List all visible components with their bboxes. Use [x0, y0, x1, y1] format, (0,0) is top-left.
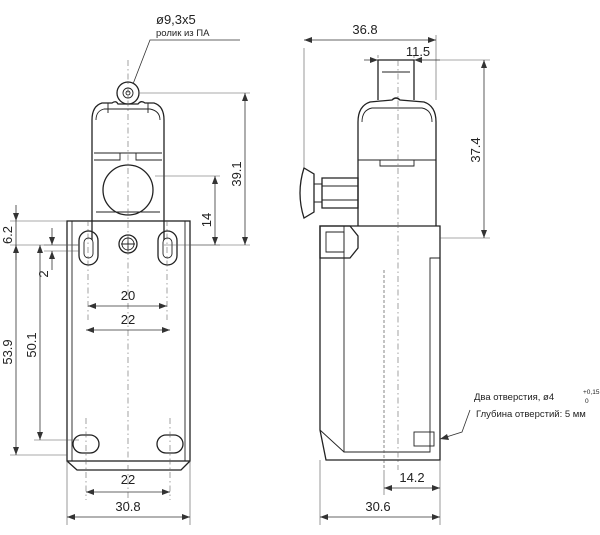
holes-note-main: Два отверстия, ø4	[474, 392, 554, 403]
side-view	[299, 59, 441, 470]
dim-head-to-mount: 14	[199, 213, 214, 227]
holes-note: Два отверстия, ø4	[474, 392, 554, 403]
dim-top-offset: 6.2	[0, 226, 15, 244]
dim-body-height: 53.9	[0, 339, 15, 364]
dim-total-depth: 36.8	[352, 22, 377, 37]
holes-tol-upper: +0,15	[583, 389, 600, 396]
dim-hole-pitch-vertical: 50.1	[24, 332, 39, 357]
dim-side-head-height: 37.4	[468, 137, 483, 162]
side-head	[299, 59, 437, 226]
dim-bottom-hole-spacing: 22	[121, 472, 135, 487]
holes-tol-lower: 0	[585, 398, 589, 405]
holes-depth-note: Глубина отверстий: 5 мм	[476, 409, 586, 420]
dim-hole-position: 14.2	[399, 470, 424, 485]
dim-hole-spacing-inner: 20	[121, 288, 135, 303]
front-dimensions: ø9,3x5 ролик из ПА 39.1 14 6.2 2 50.1 53…	[0, 12, 250, 525]
front-view	[66, 60, 191, 505]
dim-side-body-depth: 30.6	[365, 499, 390, 514]
dim-small-offset: 2	[36, 270, 51, 277]
dim-body-width: 30.8	[115, 499, 140, 514]
roller-material-label: ролик из ПА	[156, 28, 210, 39]
side-body	[319, 225, 441, 470]
dim-head-height: 39.1	[229, 161, 244, 186]
switch-body	[66, 220, 191, 471]
roller-diameter-label: ø9,3x5	[156, 12, 196, 27]
side-dimensions: 36.8 11.5 37.4 14.2 30.6 Два отверстия, …	[303, 22, 600, 525]
dim-hole-spacing-outer: 22	[121, 312, 135, 327]
dim-head-depth: 11.5	[406, 44, 430, 59]
